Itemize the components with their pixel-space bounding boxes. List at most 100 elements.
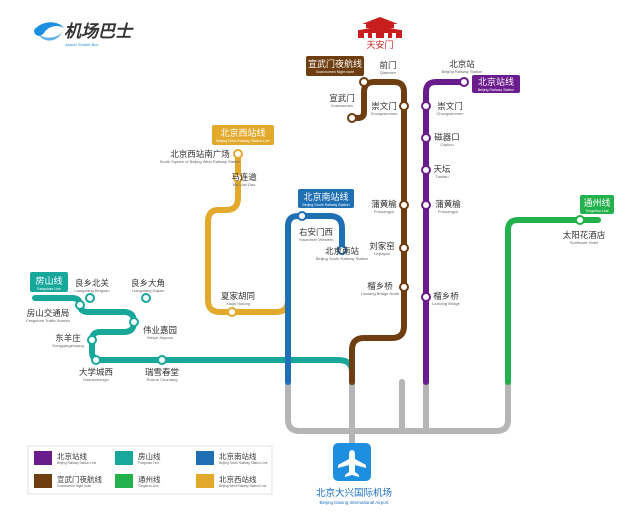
line-tag-tongzhou[interactable]: 通州线 Tongzhou Line [580,195,614,214]
line-tag-beijing-station[interactable]: 北京站线 Beijing Railway Station [472,75,520,93]
station-label-puhuangyu-b: 蒲黄榆 [371,199,397,210]
logo: 机场巴士 Airport Shuttle Bus [34,22,134,47]
station-dot-taiyanghua[interactable] [575,215,585,225]
station-dot-weiye[interactable] [129,317,139,327]
legend-item-fangshan: 房山线 Fangshan Line [115,451,161,465]
svg-text:北京南站线: 北京南站线 [219,451,257,461]
svg-text:Liangxiang Beiguan: Liangxiang Beiguan [74,288,109,293]
svg-text:South Square of Beijing West R: South Square of Beijing West Railway Sta… [160,159,241,164]
station-dot-liuxiangqiao-b[interactable] [399,282,409,292]
xuanwumen-line[interactable] [349,79,407,385]
legend-item-beijing-station: 北京站线 Beijing Railway Station Line [34,451,97,465]
station-dot-malianwa[interactable] [233,173,243,183]
station-label-chongwenmen-p: 崇文门 [437,101,463,112]
svg-text:Liuxiang Bridge North: Liuxiang Bridge North [361,291,399,296]
line-tag-fangshan[interactable]: 房山线 Fangshan Line [30,272,68,292]
airport-label-en: Beijing Daxing International Airport [319,500,389,505]
station-dot-qianmen[interactable] [359,77,369,87]
svg-text:北京站线: 北京站线 [57,451,87,461]
svg-text:Beijing West Railway Station L: Beijing West Railway Station Line [216,139,269,143]
station-labels: 前门 Qianmen 宣武门 Xuanwumen 崇文门 Chongwenmen… [26,59,606,382]
svg-text:Beijing Railway Station Line: Beijing Railway Station Line [57,461,97,465]
station-label-weiye: 伟业嘉园 [143,325,177,336]
station-label-ruixue: 瑞雪春堂 [145,367,179,378]
svg-text:Youanmen Western: Youanmen Western [299,237,334,242]
svg-text:Beijing West Railway Station L: Beijing West Railway Station Line [219,484,267,488]
logo-subtitle: Airport Shuttle Bus [64,42,98,47]
station-dot-liangxiang-bg[interactable] [85,293,95,303]
station-label-daxue: 大学城西 [79,367,113,378]
beijing-station-line[interactable] [423,79,467,385]
station-dot-puhuangyu-b[interactable] [399,200,409,210]
svg-text:北京南站线: 北京南站线 [303,191,348,203]
svg-text:Liujiayao: Liujiayao [374,251,391,256]
station-dot-daxue[interactable] [91,355,101,365]
station-label-chongwenmen-b: 崇文门 [371,101,397,112]
line-tag-xuanwumen[interactable]: 宣武门夜航线 Xuanwumen Night route [306,56,364,76]
airplane-icon [338,450,366,477]
station-dot-ciqikou[interactable] [421,133,431,143]
station-dot-liangxiang-dj[interactable] [141,293,151,303]
svg-text:Ruixue Chuntang: Ruixue Chuntang [147,377,178,382]
station-label-youanmen: 右安门西 [299,227,333,238]
beijing-west-line[interactable] [205,151,291,315]
svg-text:Chongwenmen: Chongwenmen [371,111,398,116]
legend-item-xuanwumen: 宣武门夜航线 Xuanwumen Night route [34,474,102,488]
svg-text:Chongwenmen: Chongwenmen [437,111,464,116]
station-dot-youanmen[interactable] [297,211,307,221]
station-label-dongyang: 东羊庄 [55,333,81,344]
svg-text:Beijing Railway Station: Beijing Railway Station [442,69,483,74]
svg-text:Liangxiang Dajiao: Liangxiang Dajiao [132,288,165,293]
svg-text:Sunflower Hotel: Sunflower Hotel [570,240,598,245]
svg-text:宣武门夜航线: 宣武门夜航线 [57,474,102,484]
svg-text:Fangshan Line: Fangshan Line [138,461,159,465]
svg-text:Fangshan Line: Fangshan Line [37,287,61,291]
station-dot-liujiayao[interactable] [399,243,409,253]
svg-text:Puhuangyu: Puhuangyu [374,209,394,214]
svg-text:Tongzhou Line: Tongzhou Line [138,484,159,488]
station-dot-bjw-south-square[interactable] [233,149,243,159]
station-dot-ruixue[interactable] [157,355,167,365]
svg-text:房山线: 房山线 [35,275,62,287]
svg-text:Beijing Railway Station: Beijing Railway Station [478,88,515,92]
svg-text:Puhuangyu: Puhuangyu [438,209,458,214]
svg-text:Fangshan Traffic Bureau: Fangshan Traffic Bureau [26,318,70,323]
station-dot-beijingzhan[interactable] [459,77,469,87]
station-dot-chongwenmen-b[interactable] [399,101,409,111]
beijing-south-line[interactable] [285,213,345,385]
legend-item-tongzhou: 通州线 Tongzhou Line [115,474,161,488]
tongzhou-line[interactable] [505,217,601,385]
station-dot-liuxiangqiao-p[interactable] [421,292,431,302]
svg-text:Tiantan: Tiantan [435,174,448,179]
airport-node[interactable] [333,443,371,481]
station-label-xiajia: 夏家胡同 [221,291,255,302]
svg-text:通州线: 通州线 [583,197,610,209]
svg-text:Ciqikou: Ciqikou [440,142,453,147]
station-dot-xuanwumen[interactable] [347,113,357,123]
svg-text:Ma Lian Dao: Ma Lian Dao [233,182,256,187]
svg-text:北京西站线: 北京西站线 [220,127,265,139]
station-dot-xiajia[interactable] [227,307,237,317]
station-label-tiantan: 天坛 [433,164,451,175]
tiananmen-landmark: 天安门 [358,17,402,51]
station-label-fangshan-traffic: 房山交通局 [27,308,70,319]
station-label-liuxiangqiao-b: 榴乡桥 [367,281,393,292]
line-tag-beijing-west[interactable]: 北京西站线 Beijing West Railway Station Line [212,125,274,145]
station-label-puhuangyu-p: 蒲黄榆 [435,199,461,210]
station-dot-chongwenmen-p[interactable] [421,101,431,111]
station-dot-dongyang[interactable] [87,335,97,345]
station-dot-tiantan[interactable] [421,165,431,175]
line-tag-beijing-south[interactable]: 北京南站线 Beijing South Railway Station [298,189,354,208]
station-dot-puhuangyu-p[interactable] [421,200,431,210]
svg-text:Beijing South Railway Station: Beijing South Railway Station [303,203,350,207]
svg-text:Xiajia Hutong: Xiajia Hutong [226,301,250,306]
legend-item-beijing-west: 北京西站线 Beijing West Railway Station Line [196,474,267,488]
svg-text:Daxuechengxi: Daxuechengxi [83,377,108,382]
svg-text:北京西站线: 北京西站线 [219,474,257,484]
legend-item-beijing-south: 北京南站线 Beijing South Railway Station Line [196,451,268,465]
svg-text:房山线: 房山线 [138,451,161,461]
station-dot-fangshan-traffic[interactable] [75,300,85,310]
station-dot-bj-south[interactable] [337,245,347,255]
svg-text:Xuanwumen Night route: Xuanwumen Night route [57,484,91,488]
legend: 北京站线 Beijing Railway Station Line 房山线 Fa… [27,445,273,495]
